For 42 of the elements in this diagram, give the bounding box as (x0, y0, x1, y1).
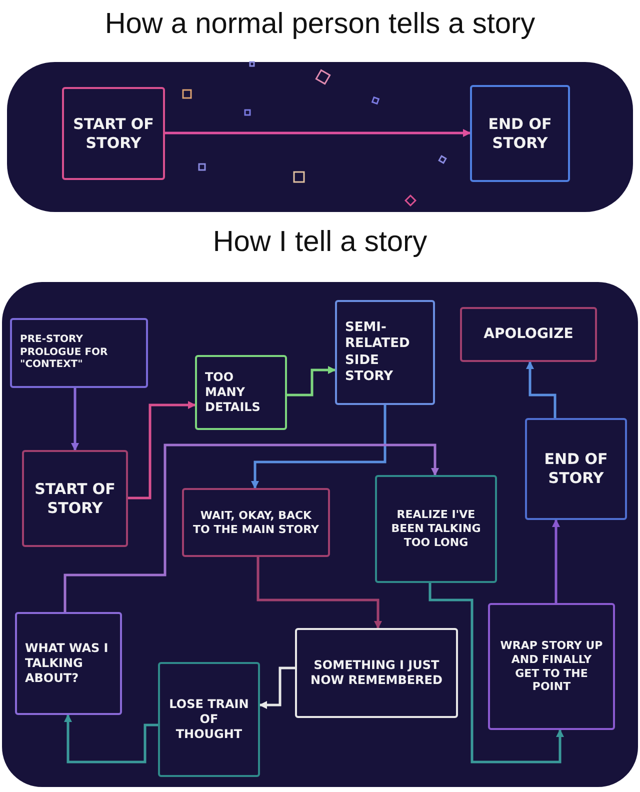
process-box (158, 662, 260, 777)
process-box (22, 450, 128, 547)
arrow (287, 366, 336, 396)
process-box (470, 85, 570, 182)
arrow (259, 666, 295, 709)
box-label: WRAP STORY UP AND FINALLY GET TO THE POINT (499, 639, 604, 694)
heading: How a normal person tells a story (104, 8, 536, 40)
box-label: APOLOGIZE (484, 326, 574, 344)
process-box (182, 488, 330, 557)
box-label: PRE-STORY PROLOGUE FOR "CONTEXT" (20, 334, 109, 372)
process-box (10, 318, 148, 388)
box-label: LOSE TRAIN OF THOUGHT (168, 697, 250, 742)
box-label: SEMI-RELATED SIDE STORY (345, 320, 411, 385)
process-box (525, 418, 627, 520)
box-label: START OF STORY (72, 114, 155, 152)
box-label: START OF STORY (34, 480, 116, 518)
process-box (488, 603, 615, 730)
arrow (165, 129, 471, 137)
process-box (62, 87, 165, 180)
arrow (71, 388, 79, 451)
heading: How I tell a story (212, 226, 428, 258)
box-label: WHAT WAS I TALKING ABOUT? (25, 641, 110, 686)
arrow (64, 714, 158, 764)
arrow (552, 519, 560, 603)
arrow (251, 405, 386, 489)
arrow (128, 401, 196, 500)
arrow (64, 444, 439, 612)
process-box (295, 628, 458, 718)
box-label: END OF STORY (487, 114, 553, 152)
process-box (335, 300, 435, 405)
process-box (195, 355, 287, 430)
arrow (256, 557, 382, 629)
arrow (428, 583, 564, 764)
box-label: REALIZE I'VE BEEN TALKING TOO LONG (390, 508, 482, 550)
process-box (15, 612, 122, 715)
process-box (375, 475, 497, 583)
box-label: TOO MANY DETAILS (205, 370, 262, 415)
box-label: SOMETHING I JUST NOW REMEMBERED (310, 658, 444, 688)
process-box (460, 307, 597, 362)
arrow (526, 361, 556, 418)
box-label: END OF STORY (543, 450, 609, 488)
box-label: WAIT, OKAY, BACK TO THE MAIN STORY (192, 508, 320, 536)
